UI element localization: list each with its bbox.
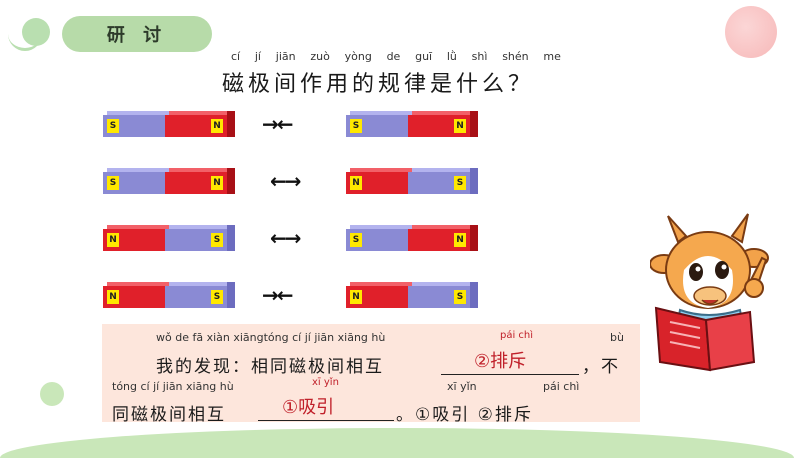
pole-label: N xyxy=(211,119,223,133)
line2-end: 。①吸引 ②排斥 xyxy=(396,405,533,425)
pole-label: S xyxy=(350,233,362,247)
pole-label: N xyxy=(454,233,466,247)
pole-label: N xyxy=(211,176,223,190)
line2-answer: ①吸引 xyxy=(282,397,335,418)
pole-label: S xyxy=(211,290,223,304)
attract-arrows: →← xyxy=(262,283,293,307)
title-pinyin-syllable: yòng xyxy=(344,50,372,63)
decorative-ring xyxy=(8,24,42,51)
pole-label: S xyxy=(454,176,466,190)
line2-text: 同磁极间相互 xyxy=(112,405,226,425)
line2-opt2-pinyin: pái chì xyxy=(543,380,580,393)
title-pinyin-syllable: zuò xyxy=(310,50,330,63)
title-pinyin-syllable: de xyxy=(386,50,401,63)
title-pinyin-syllable: lǜ xyxy=(446,50,457,63)
discovery-panel xyxy=(102,324,640,422)
pole-label: N xyxy=(107,290,119,304)
title-pinyin-syllable: shì xyxy=(471,50,488,63)
title-pinyin-syllable: jí xyxy=(254,50,261,63)
bottom-decorative-band xyxy=(0,428,794,458)
title-pinyin-syllable: me xyxy=(543,50,561,63)
pole-label: N xyxy=(107,233,119,247)
line1-end: ，不 xyxy=(582,357,620,377)
line2-blank[interactable] xyxy=(258,400,394,421)
line1-answer: ②排斥 xyxy=(474,351,527,372)
pole-label: N xyxy=(350,290,362,304)
pole-label: S xyxy=(454,290,466,304)
section-tab: 研 讨 xyxy=(62,16,212,52)
repel-arrows: ←→ xyxy=(270,226,301,250)
page-title: 磁极间作用的规律是什么？ xyxy=(222,72,535,97)
decorative-pink-circle xyxy=(725,6,777,58)
decorative-green-dot xyxy=(40,382,64,406)
pole-label: N xyxy=(350,176,362,190)
line1-end-pinyin: bù xyxy=(610,331,624,344)
pole-label: S xyxy=(107,176,119,190)
cartoon-cow-mascot xyxy=(650,213,769,372)
line1-blank[interactable] xyxy=(441,352,579,375)
line2-pinyin: tóng cí jí jiān xiāng hù xyxy=(112,380,234,393)
attract-arrows: →← xyxy=(262,112,293,136)
line1-text: 我的发现：相同磁极间相互 xyxy=(156,357,384,377)
repel-arrows: ←→ xyxy=(270,169,301,193)
line2-opt1-pinyin: xī yǐn xyxy=(447,380,477,393)
pole-label: N xyxy=(454,119,466,133)
pole-label: S xyxy=(211,233,223,247)
line1-pinyin: wǒ de fā xiàn xiāngtóng cí jí jiān xiāng… xyxy=(156,331,386,344)
title-pinyin-syllable: jiān xyxy=(275,50,296,63)
title-pinyin-syllable: cí xyxy=(231,50,241,63)
pole-label: S xyxy=(107,119,119,133)
title-pinyin-syllable: guī xyxy=(415,50,433,63)
title-pinyin-syllable: shén xyxy=(502,50,529,63)
line2-answer-pinyin: xī yǐn xyxy=(312,377,339,388)
pole-label: S xyxy=(350,119,362,133)
line1-answer-pinyin: pái chì xyxy=(500,330,534,341)
